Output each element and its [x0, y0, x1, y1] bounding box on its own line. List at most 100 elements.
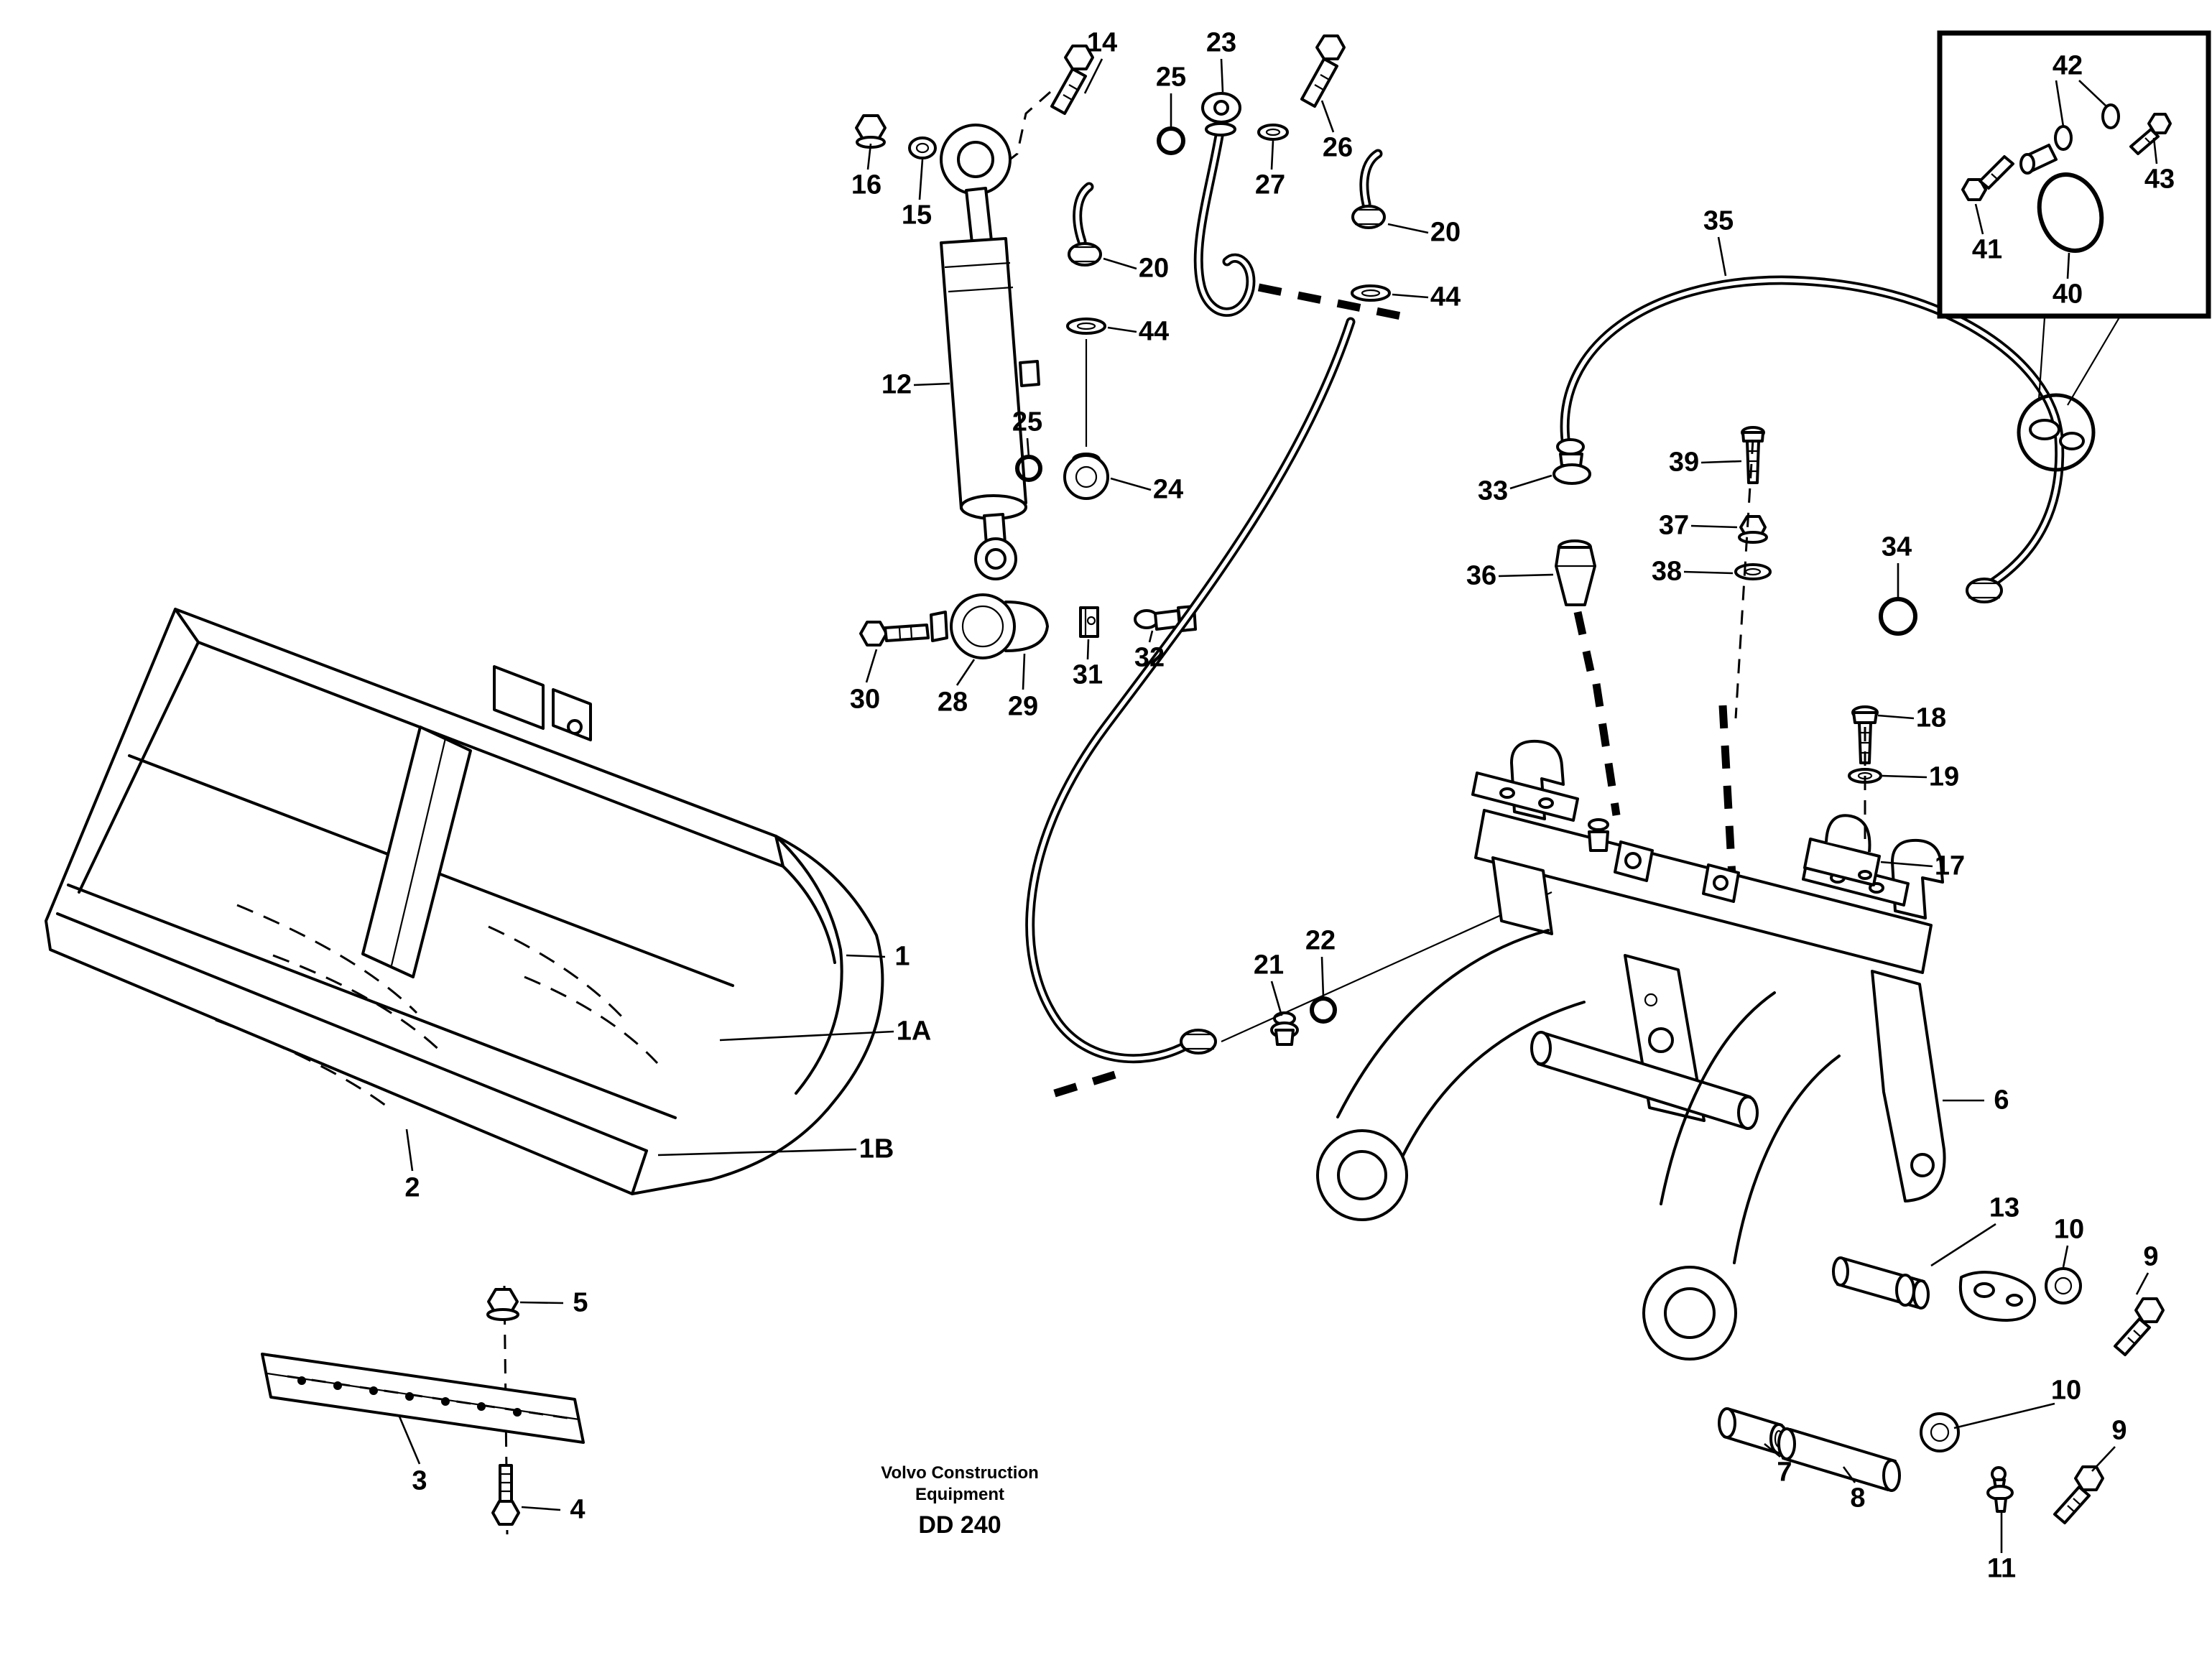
leader-line-1 [846, 954, 886, 958]
leader-line-18 [1877, 714, 1915, 720]
part-label-30: 30 [849, 684, 881, 715]
leader-line-39 [1700, 460, 1742, 464]
part-label-6: 6 [1994, 1085, 2009, 1116]
leader-line-4 [521, 1506, 561, 1511]
leader-line-35 [1717, 236, 1727, 277]
leader-line-27 [1270, 140, 1274, 170]
part-label-18: 18 [1915, 703, 1947, 733]
bucket-divider [361, 726, 472, 978]
hydraulic-cylinder [855, 91, 1051, 580]
part-label-28: 28 [937, 687, 968, 718]
leader-line-28 [955, 659, 976, 686]
leader-line-21 [1270, 981, 1283, 1016]
bucket-assembly [45, 608, 884, 1195]
leader-line-10 [2062, 1245, 2069, 1268]
part-label-37: 37 [1658, 510, 1690, 541]
part-label-35: 35 [1703, 205, 1734, 236]
part-label-39: 39 [1668, 447, 1700, 478]
leader-line-20 [1387, 223, 1429, 234]
leader-line-30 [865, 649, 878, 683]
part-label-5: 5 [573, 1287, 588, 1318]
part-label-16: 16 [851, 170, 882, 200]
leader-line-7 [1764, 1442, 1781, 1458]
cutting-edge-assembly [261, 1285, 585, 1535]
part-label-4: 4 [570, 1494, 586, 1525]
clamp-assembly [859, 593, 1197, 659]
leader-line-24 [1110, 477, 1152, 491]
leader-line-25 [1026, 437, 1030, 458]
leader-line-20 [1103, 257, 1137, 270]
part-label-8: 8 [1850, 1483, 1866, 1514]
leader-line-41 [1974, 203, 1984, 235]
footer: Volvo Construction Equipment DD 240 [816, 1463, 1103, 1539]
leader-line-1B [657, 1148, 857, 1157]
leader-line-8 [1842, 1466, 1856, 1483]
cylinder-barrel [940, 237, 1027, 510]
leader-line-36 [1498, 573, 1554, 578]
part-label-44: 44 [1138, 316, 1170, 347]
leader-line-3 [398, 1416, 421, 1465]
leader-line-42 [2055, 80, 2065, 127]
part-label-31: 31 [1072, 659, 1103, 690]
brand-line1: Volvo Construction [881, 1463, 1039, 1483]
leader-line-9 [2091, 1446, 2116, 1472]
part-label-2: 2 [404, 1172, 420, 1203]
leader-line-15 [918, 159, 924, 200]
part-label-1A: 1A [896, 1016, 932, 1047]
leader-line-10 [1953, 1402, 2055, 1429]
part-label-13: 13 [1989, 1192, 2020, 1223]
part-label-25: 25 [1155, 62, 1187, 93]
part-label-38: 38 [1651, 556, 1683, 587]
leader-line-43 [2152, 137, 2158, 164]
part-label-26: 26 [1322, 132, 1353, 163]
leader-line-38 [1683, 570, 1734, 575]
part-label-1: 1 [894, 941, 910, 972]
part-label-3: 3 [412, 1465, 427, 1496]
part-label-24: 24 [1152, 474, 1184, 505]
leader-line-1A [719, 1030, 894, 1042]
rod-end-nut [855, 114, 887, 149]
part-label-42: 42 [2052, 50, 2083, 81]
leader-line-23 [1220, 58, 1224, 93]
leader-line-32 [1148, 630, 1154, 643]
cylinder-fittings [1015, 34, 1402, 500]
part-label-25: 25 [1012, 407, 1043, 437]
leader-line-33 [1509, 474, 1552, 490]
brand-line2: Equipment [915, 1485, 1004, 1504]
leader-line-5 [519, 1301, 564, 1304]
detail-inset [1937, 30, 2211, 406]
part-label-27: 27 [1254, 170, 1286, 200]
part-label-9: 9 [2111, 1415, 2127, 1446]
leader-line-26 [1320, 100, 1335, 133]
part-label-10: 10 [2053, 1214, 2085, 1245]
leader-line-44 [1107, 326, 1137, 333]
leader-line-14 [1083, 58, 1103, 94]
leader-line-9 [2135, 1272, 2149, 1295]
part-label-23: 23 [1206, 27, 1237, 58]
leader-line-2 [405, 1129, 414, 1172]
cutting-edge [261, 1353, 585, 1444]
part-label-9: 9 [2143, 1241, 2159, 1272]
part-label-17: 17 [1934, 851, 1966, 881]
part-label-44: 44 [1430, 282, 1461, 312]
part-label-43: 43 [2144, 164, 2175, 195]
part-label-15: 15 [901, 200, 933, 231]
leader-line-13 [1930, 1223, 1996, 1267]
part-label-34: 34 [1881, 532, 1912, 562]
leader-line-12 [913, 382, 950, 386]
part-label-14: 14 [1086, 27, 1118, 58]
part-label-20: 20 [1430, 217, 1461, 248]
edge-nut [486, 1288, 519, 1321]
hose-assembly [1025, 275, 2096, 1099]
part-label-12: 12 [881, 369, 912, 400]
part-label-19: 19 [1928, 761, 1960, 792]
part-label-22: 22 [1305, 925, 1336, 956]
part-label-29: 29 [1007, 691, 1039, 722]
part-label-40: 40 [2052, 279, 2083, 310]
leader-line-17 [1880, 861, 1933, 868]
mounting-frame [1316, 705, 1946, 1361]
part-label-11: 11 [1986, 1553, 2017, 1584]
